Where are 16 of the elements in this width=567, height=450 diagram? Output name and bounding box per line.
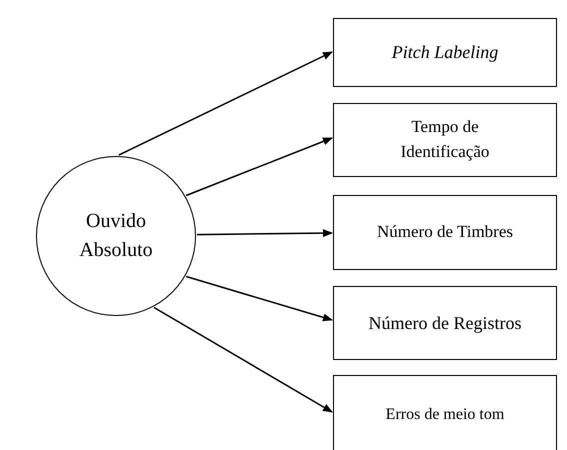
node-label: Número de Registros: [368, 312, 522, 335]
arrow: [186, 137, 333, 196]
node-label: Tempo de Identificação: [400, 116, 490, 163]
arrow: [186, 276, 333, 322]
category-box: [333, 103, 557, 177]
category-box: [333, 286, 557, 360]
node-label: Erros de meio tom: [386, 405, 504, 426]
node-label: Número de Timbres: [377, 221, 513, 244]
category-box: [333, 18, 557, 87]
arrow: [118, 51, 333, 156]
arrow: [154, 306, 333, 413]
arrow: [196, 229, 333, 238]
category-box: [333, 195, 557, 270]
node-label: Ouvido Absoluto: [78, 209, 154, 263]
category-box: [333, 375, 557, 450]
node-label: Pitch Labeling: [392, 41, 498, 64]
